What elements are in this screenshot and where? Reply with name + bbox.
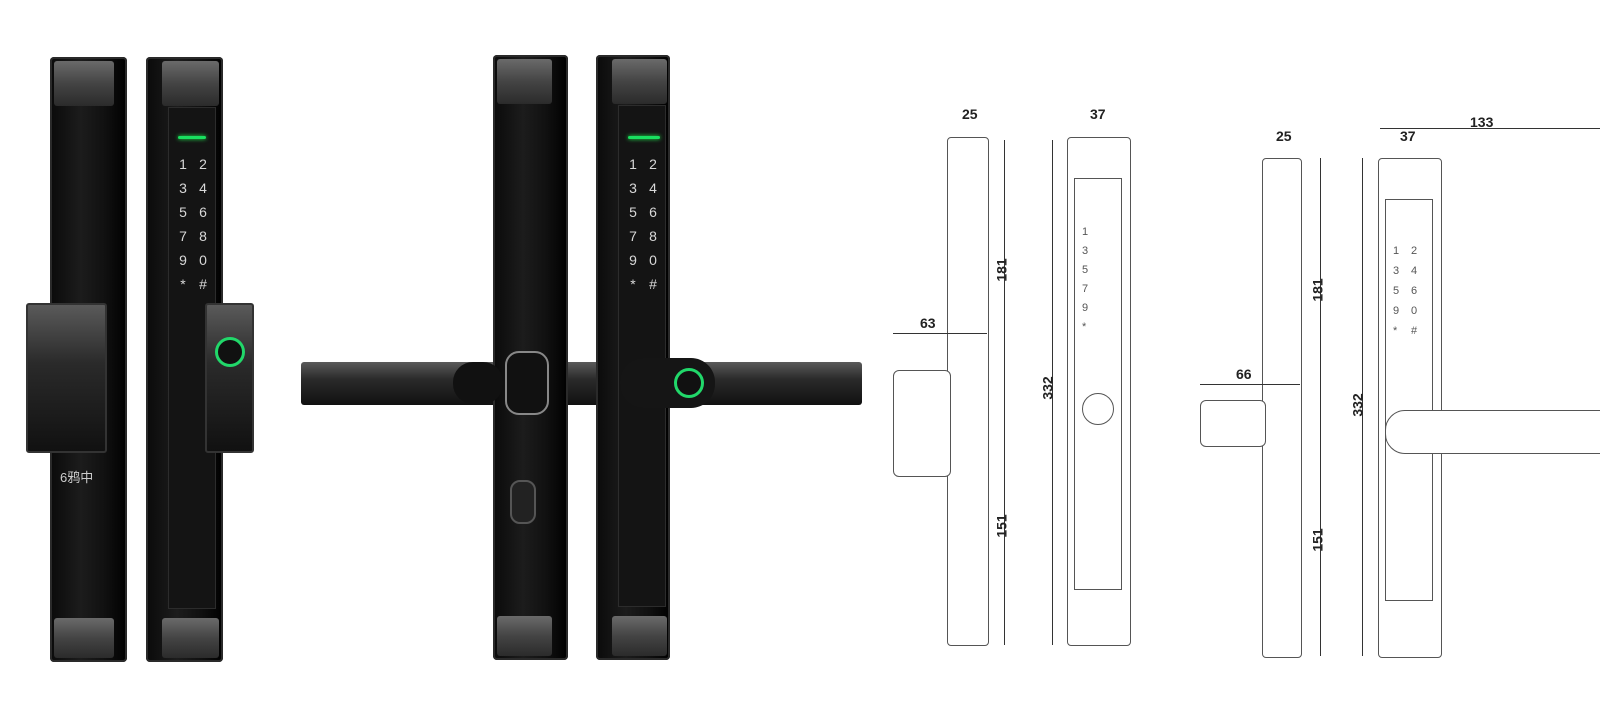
key[interactable]: 4 xyxy=(649,180,657,196)
dim-line xyxy=(1380,128,1600,129)
key: # xyxy=(1411,325,1418,337)
dim-upper-height: 181 xyxy=(1309,278,1326,302)
key[interactable]: 5 xyxy=(629,204,637,220)
thumb-turn-slider[interactable] xyxy=(510,480,536,524)
side-handle-outline-2 xyxy=(1200,400,1266,447)
key[interactable]: 8 xyxy=(649,228,657,244)
fingerprint-lever-handle xyxy=(205,303,254,453)
fingerprint-knob xyxy=(620,358,715,408)
key[interactable]: 0 xyxy=(199,252,207,268)
key: 9 xyxy=(1082,302,1089,314)
front-handle-outline-2 xyxy=(1385,410,1600,454)
dim-line xyxy=(1362,158,1363,656)
key[interactable]: 0 xyxy=(649,252,657,268)
key: * xyxy=(1082,321,1087,333)
key[interactable]: 8 xyxy=(199,228,207,244)
dim-front-width: 37 xyxy=(1090,106,1106,122)
status-led xyxy=(178,136,206,139)
key: 3 xyxy=(1082,245,1089,257)
key[interactable]: 6 xyxy=(649,204,657,220)
dim-total-height: 332 xyxy=(1349,393,1366,417)
key: 3 xyxy=(1393,265,1400,277)
top-cap xyxy=(612,59,667,104)
keypad-outline xyxy=(1385,199,1433,601)
key: 9 xyxy=(1393,305,1400,317)
key: 5 xyxy=(1393,285,1400,297)
dim-side-depth: 25 xyxy=(962,106,978,122)
dim-total-height: 332 xyxy=(1039,376,1056,400)
key: 1 xyxy=(1082,226,1089,238)
dim-line xyxy=(1320,158,1321,656)
dim-line xyxy=(1200,384,1300,385)
dim-lower-height: 151 xyxy=(993,514,1010,538)
key: 1 xyxy=(1393,245,1400,257)
horizontal-lever-handle xyxy=(301,362,862,405)
key[interactable]: 7 xyxy=(629,228,637,244)
bottom-cap xyxy=(162,618,219,658)
top-cap xyxy=(497,59,552,104)
key[interactable]: 9 xyxy=(179,252,187,268)
key: * xyxy=(1393,325,1398,337)
fingerprint-outline xyxy=(1082,393,1114,425)
lock-back-panel-2 xyxy=(493,55,568,660)
key: 5 xyxy=(1082,264,1089,276)
key[interactable]: 3 xyxy=(629,180,637,196)
top-cap xyxy=(54,61,114,106)
bottom-cap xyxy=(497,616,552,656)
key[interactable]: * xyxy=(630,276,636,292)
back-knob xyxy=(453,362,503,404)
key[interactable]: 4 xyxy=(199,180,207,196)
fingerprint-sensor-icon[interactable] xyxy=(674,368,704,398)
key: 4 xyxy=(1411,265,1418,277)
dim-line xyxy=(1004,140,1005,645)
dim-line xyxy=(893,333,987,334)
vertical-lever-handle xyxy=(26,303,107,453)
key[interactable]: 1 xyxy=(179,156,187,172)
key[interactable]: # xyxy=(649,276,657,292)
lock-knob[interactable] xyxy=(505,351,549,415)
dim-line xyxy=(1052,140,1053,645)
side-view-outline-2 xyxy=(1262,158,1302,658)
top-cap xyxy=(162,61,219,106)
bottom-cap xyxy=(54,618,114,658)
dim-handle-projection: 66 xyxy=(1236,366,1252,382)
dim-side-depth: 25 xyxy=(1276,128,1292,144)
key[interactable]: 7 xyxy=(179,228,187,244)
key[interactable]: 2 xyxy=(199,156,207,172)
bottom-cap xyxy=(612,616,667,656)
key[interactable]: 9 xyxy=(629,252,637,268)
status-led xyxy=(628,136,660,139)
key[interactable]: 1 xyxy=(629,156,637,172)
keypad-outline xyxy=(1074,178,1122,590)
key[interactable]: 5 xyxy=(179,204,187,220)
key[interactable]: * xyxy=(180,276,186,292)
dim-front-width: 37 xyxy=(1400,128,1416,144)
dim-lower-height: 151 xyxy=(1309,528,1326,552)
dim-handle-length: 133 xyxy=(1470,114,1494,130)
key[interactable]: 3 xyxy=(179,180,187,196)
key: 0 xyxy=(1411,305,1418,317)
dim-upper-height: 181 xyxy=(993,258,1010,282)
side-view-outline-1 xyxy=(947,137,989,646)
key[interactable]: 6 xyxy=(199,204,207,220)
key[interactable]: 2 xyxy=(649,156,657,172)
side-handle-outline-1 xyxy=(893,370,951,477)
back-panel-label: 6鸦中 xyxy=(60,470,94,485)
key: 7 xyxy=(1082,283,1089,295)
drawing-keypad: 1 3 5 7 9 * xyxy=(1082,226,1088,333)
fingerprint-sensor-icon[interactable] xyxy=(215,337,245,367)
front-view-outline-1: 1 3 5 7 9 * xyxy=(1067,137,1131,646)
dim-handle-projection: 63 xyxy=(920,315,936,331)
key: 6 xyxy=(1411,285,1418,297)
key[interactable]: # xyxy=(199,276,207,292)
key: 2 xyxy=(1411,245,1418,257)
